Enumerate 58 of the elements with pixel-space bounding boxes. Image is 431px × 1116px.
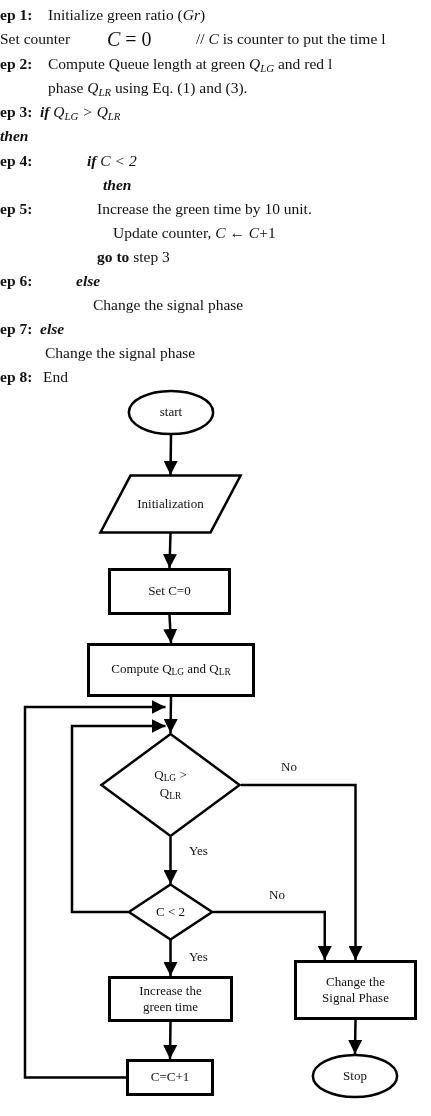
node-label: Q$_{LG}$ > Q$_{LR}$	[153, 767, 188, 803]
node-label: Initialization	[137, 495, 204, 513]
step-number: ep 8:	[0, 368, 33, 387]
arrow	[163, 837, 178, 884]
step-text: Change the signal phase	[45, 344, 196, 363]
arrow	[163, 435, 178, 475]
step-number: ep 2:	[0, 55, 33, 74]
step-text: Update counter, C ← C+1	[113, 224, 276, 243]
decision-diamond	[128, 884, 213, 940]
process-box	[108, 568, 231, 615]
arrow	[163, 1022, 178, 1059]
terminal-ellipse	[312, 1054, 398, 1098]
step-number: ep 5:	[0, 200, 33, 219]
step-number: ep 4:	[0, 152, 33, 171]
arrow	[348, 1020, 363, 1054]
step-text: go to step 3	[97, 248, 170, 267]
step-text: Change the signal phase	[93, 296, 244, 315]
keyword: else	[76, 272, 101, 291]
step-number: ep 6:	[0, 272, 33, 291]
terminal-ellipse	[128, 390, 214, 435]
arrow	[23, 700, 166, 1079]
step-text: Increase the green time by 10 unit.	[97, 200, 312, 219]
arrow	[162, 532, 177, 569]
node-label: Compute Q$_{LG}$ and Q$_{LR}$	[111, 661, 231, 679]
arrow	[163, 697, 178, 733]
input-parallelogram	[99, 475, 242, 533]
arrow	[163, 940, 178, 976]
keyword: then	[103, 176, 132, 195]
node-label: C=C+1	[150, 1069, 190, 1086]
arrow	[70, 719, 166, 914]
arrow	[213, 910, 332, 960]
arrow	[163, 614, 178, 644]
condition-text: if Q$_{LG}$ > Q$_{LR}$	[40, 103, 121, 123]
node-label: Stop	[343, 1067, 367, 1085]
node-label: Change the Signal Phase	[321, 973, 390, 1007]
node-label: Increase the green time	[138, 982, 203, 1016]
keyword: else	[40, 320, 65, 339]
process-box	[108, 976, 233, 1022]
process-box	[294, 960, 417, 1020]
step-text: phase Q$_{LR}$ using Eq. (1) and (3).	[48, 79, 248, 99]
step-number: ep 3:	[0, 103, 33, 122]
step-number: ep 7:	[0, 320, 33, 339]
node-label: C < 2	[156, 903, 185, 921]
process-box	[126, 1059, 214, 1096]
decision-diamond	[100, 733, 241, 837]
formula: C = 0	[107, 27, 152, 51]
node-label: Set C=0	[148, 583, 191, 600]
step-number: ep 1:	[0, 6, 33, 25]
step-text: Set counter	[0, 30, 71, 49]
node-label: start	[159, 404, 183, 421]
keyword: then	[0, 127, 29, 146]
step-text: End	[43, 368, 68, 387]
step-text: Compute Queue length at green Q$_{LG}$ and red l	[48, 55, 333, 75]
process-box	[87, 643, 255, 697]
step-text: Initialize green ratio (Gr)	[48, 6, 206, 25]
arrow	[241, 783, 363, 960]
comment-text: // C is counter to put the time l	[196, 30, 386, 49]
condition-text: if C < 2	[87, 152, 137, 171]
